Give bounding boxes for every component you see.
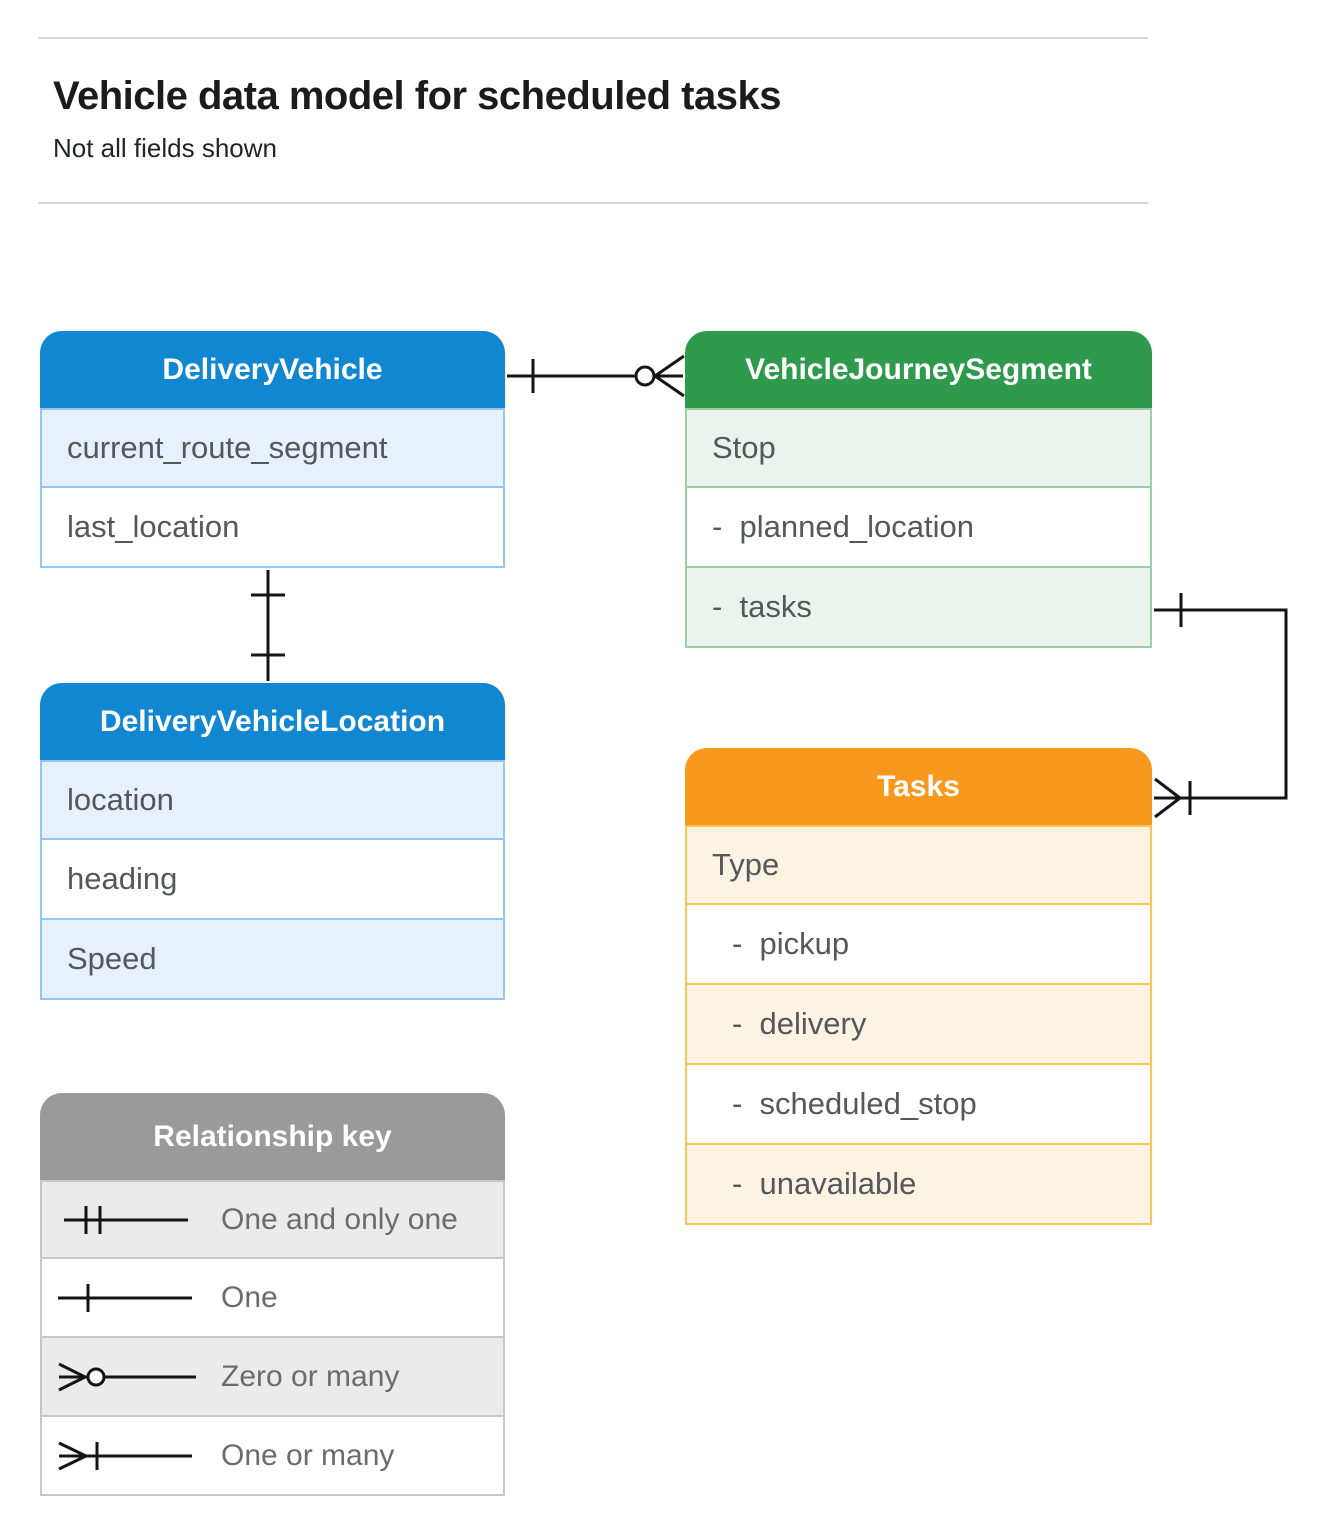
field-row: current_route_segment (40, 408, 505, 488)
page-title: Vehicle data model for scheduled tasks (53, 74, 781, 118)
entity-title: DeliveryVehicleLocation (40, 683, 505, 760)
legend-row: One or many (40, 1417, 505, 1496)
top-divider (38, 37, 1148, 39)
legend-label: One (221, 1280, 278, 1314)
header-divider (38, 202, 1148, 204)
field-row: - pickup (685, 905, 1152, 985)
field-row: location (40, 760, 505, 840)
legend-row: One and only one (40, 1180, 505, 1259)
field-row: - delivery (685, 985, 1152, 1065)
field-row: - planned_location (685, 488, 1152, 568)
entity-title: VehicleJourneySegment (685, 331, 1152, 408)
legend-row: One (40, 1259, 505, 1338)
entity-vehicle-journey-segment: VehicleJourneySegment Stop - planned_loc… (685, 331, 1152, 648)
field-row: last_location (40, 488, 505, 568)
entity-delivery-vehicle: DeliveryVehicle current_route_segment la… (40, 331, 505, 568)
legend-label: One and only one (221, 1202, 458, 1236)
field-row: - tasks (685, 568, 1152, 648)
field-row: Stop (685, 408, 1152, 488)
field-row: Type (685, 825, 1152, 905)
connector-deliveryvehicle-deliveryvehiclelocation (251, 570, 285, 681)
connector-deliveryvehicle-vehiclejourneysegment (507, 354, 685, 398)
field-row: - unavailable (685, 1145, 1152, 1225)
entity-tasks: Tasks Type - pickup - delivery - schedul… (685, 748, 1152, 1225)
connector-vehiclejourneysegment-tasks (1154, 593, 1288, 819)
legend-row: Zero or many (40, 1338, 505, 1417)
field-row: - scheduled_stop (685, 1065, 1152, 1145)
legend-title: Relationship key (40, 1093, 505, 1180)
entity-title: Tasks (685, 748, 1152, 825)
entity-title: DeliveryVehicle (40, 331, 505, 408)
page-subtitle: Not all fields shown (53, 133, 277, 163)
one-and-only-one-icon (64, 1205, 188, 1234)
field-row: heading (40, 840, 505, 920)
relationship-key: Relationship key One and only one One Ze… (40, 1093, 505, 1496)
zero-or-many-icon (58, 1362, 196, 1391)
one-or-many-icon (58, 1441, 192, 1470)
entity-delivery-vehicle-location: DeliveryVehicleLocation location heading… (40, 683, 505, 1000)
one-icon (58, 1283, 192, 1312)
field-row: Speed (40, 920, 505, 1000)
legend-label: One or many (221, 1438, 395, 1472)
legend-label: Zero or many (221, 1359, 400, 1393)
